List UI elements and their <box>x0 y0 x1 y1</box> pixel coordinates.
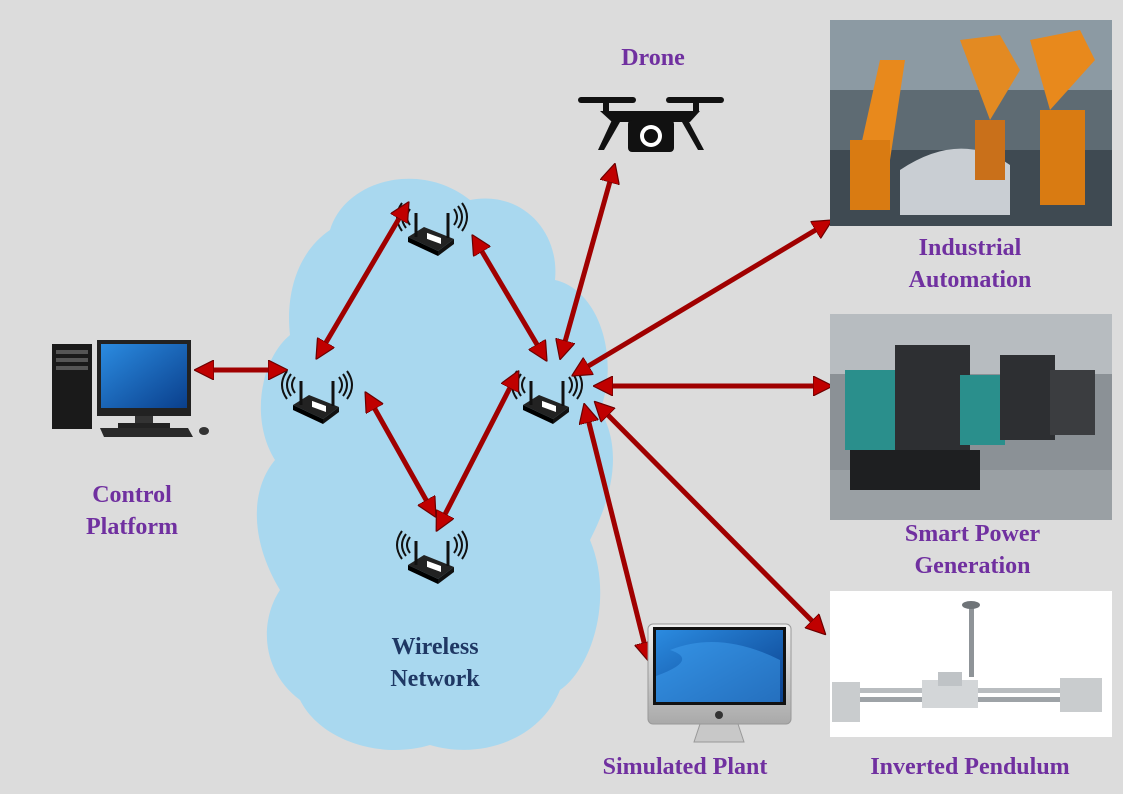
industrial-automation-label: Industrial Automation <box>908 235 1032 293</box>
arrow-routertop-to-routercenter <box>474 238 545 358</box>
simulated-plant-label: Simulated Plant <box>602 754 768 780</box>
control-platform-label: Control Platform <box>86 482 178 540</box>
control-platform-computer-icon <box>52 340 209 437</box>
simulated-plant-monitor-icon <box>647 623 792 743</box>
arrow-routerleft-to-routerbottom <box>367 395 434 514</box>
arrow-router-to-industrial <box>575 222 829 374</box>
drone-label: Drone <box>621 45 685 71</box>
inverted-pendulum-image <box>830 591 1112 737</box>
industrial-automation-image <box>830 20 1112 226</box>
smart-power-generation-label: Smart Power Generation <box>904 521 1041 579</box>
inverted-pendulum-label: Inverted Pendulum <box>870 754 1070 780</box>
wireless-network-label: Wireless Network <box>390 634 480 692</box>
arrow-router-to-simulated <box>585 407 648 658</box>
smart-power-generation-image <box>830 314 1112 520</box>
arrow-routerbottom-to-routercenter <box>438 374 517 528</box>
drone-icon <box>578 97 724 152</box>
arrow-routerleft-to-routertop <box>318 205 407 356</box>
